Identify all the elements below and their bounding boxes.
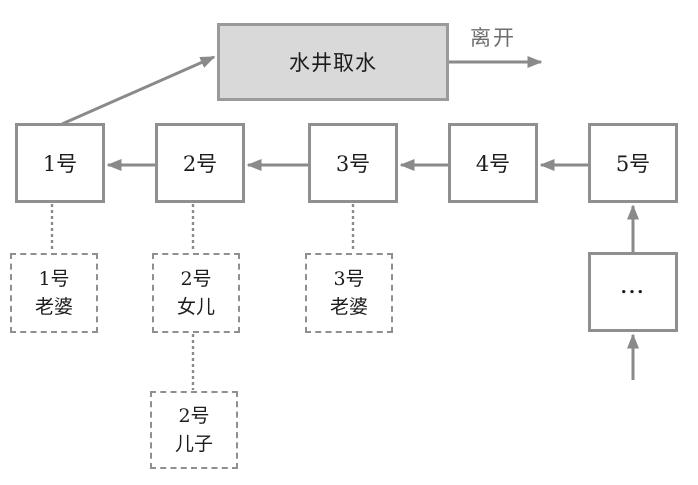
more-box-label: ... (620, 276, 646, 298)
family-box-2-line2: 女儿 (176, 296, 215, 318)
family-box-1-line1: 1号 (38, 268, 70, 290)
family-box-4-line1: 2号 (178, 405, 210, 427)
well-box: 水井取水 (217, 23, 449, 101)
queue-box-2-label: 2号 (182, 152, 218, 176)
arrow-queue-head-to-well (61, 55, 216, 126)
well-box-label: 水井取水 (289, 51, 377, 75)
family-box-1-wife: 1号 老婆 (10, 253, 98, 333)
queue-box-1: 1号 (15, 123, 105, 203)
queue-box-4: 4号 (448, 123, 538, 203)
leave-label: 离开 (470, 26, 516, 50)
queue-box-5-label: 5号 (615, 152, 651, 176)
family-box-3-line1: 3号 (333, 268, 365, 290)
family-box-2-daughter: 2号 女儿 (152, 253, 240, 333)
queue-box-5: 5号 (588, 123, 678, 203)
queue-box-1-label: 1号 (42, 152, 78, 176)
family-box-1-line2: 老婆 (34, 296, 73, 318)
queue-box-2: 2号 (155, 123, 245, 203)
family-box-3-line2: 老婆 (329, 296, 368, 318)
family-box-4-line2: 儿子 (174, 433, 213, 455)
queue-box-3-label: 3号 (335, 152, 371, 176)
queue-box-4-label: 4号 (475, 152, 511, 176)
family-box-3-wife: 3号 老婆 (305, 253, 393, 333)
family-box-2-son: 2号 儿子 (150, 391, 238, 469)
more-box: ... (588, 252, 678, 332)
family-box-2-line1: 2号 (180, 268, 212, 290)
queue-box-3: 3号 (308, 123, 398, 203)
